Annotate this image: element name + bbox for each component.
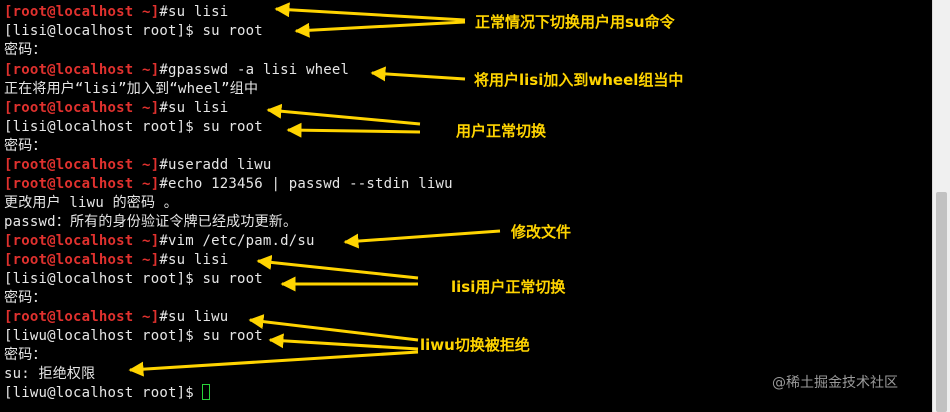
arrow — [370, 66, 466, 82]
command-text: #su liwu — [159, 309, 229, 325]
annotation-label: 将用户lisi加入到wheel组当中 — [474, 71, 684, 89]
arrow — [294, 20, 466, 38]
command-text: #su lisi — [159, 100, 229, 116]
terminal-line: [lisi@localhost root]$ su root — [4, 118, 263, 137]
arrow — [266, 103, 421, 126]
annotation-label: 正常情况下切换用户用su命令 — [475, 13, 675, 31]
root-prompt: [root@localhost ~] — [4, 100, 160, 116]
output-text: 密码： — [4, 42, 47, 58]
arrow — [274, 2, 466, 22]
terminal-line: su: 拒绝权限 — [4, 365, 95, 384]
output-text: 更改用户 liwu 的密码 。 — [4, 195, 179, 211]
root-prompt: [root@localhost ~] — [4, 62, 160, 78]
root-prompt: [root@localhost ~] — [4, 4, 160, 20]
output-text: 密码： — [4, 347, 47, 363]
terminal-line: [root@localhost ~]#su liwu — [4, 308, 228, 327]
arrow — [268, 333, 419, 351]
scrollbar-thumb[interactable] — [936, 192, 947, 412]
terminal-line: 正在将用户“lisi”加入到“wheel”组中 — [4, 80, 258, 99]
terminal-line: [root@localhost ~]#su lisi — [4, 99, 228, 118]
root-prompt: [root@localhost ~] — [4, 252, 160, 268]
annotation-label: liwu切换被拒绝 — [420, 336, 530, 354]
command-text: #gpasswd -a lisi wheel — [159, 62, 350, 78]
output-text: passwd：所有的身份验证令牌已经成功更新。 — [4, 214, 298, 230]
terminal-line: [root@localhost ~]#su lisi — [4, 3, 228, 22]
output-text: 密码： — [4, 290, 47, 306]
output-text: [lisi@localhost root]$ su root — [4, 23, 263, 39]
arrow — [256, 254, 419, 280]
terminal-line: [lisi@localhost root]$ su root — [4, 22, 263, 41]
arrow — [248, 314, 419, 342]
arrow — [128, 350, 419, 377]
command-text: #useradd liwu — [159, 157, 272, 173]
arrow — [286, 122, 421, 138]
command-text: #vim /etc/pam.d/su — [159, 233, 315, 249]
root-prompt: [root@localhost ~] — [4, 233, 160, 249]
annotation-label: lisi用户正常切换 — [451, 278, 566, 296]
terminal-line: passwd：所有的身份验证令牌已经成功更新。 — [4, 213, 297, 232]
output-text: 正在将用户“lisi”加入到“wheel”组中 — [4, 81, 259, 97]
output-text: [lisi@localhost root]$ su root — [4, 271, 263, 287]
output-text: 密码： — [4, 138, 47, 154]
terminal-line: 密码： — [4, 289, 47, 308]
terminal-line[interactable]: [liwu@localhost root]$ — [4, 384, 210, 403]
vertical-scrollbar[interactable] — [932, 0, 950, 412]
terminal-line: [root@localhost ~]#vim /etc/pam.d/su — [4, 232, 315, 251]
output-text: [liwu@localhost root]$ su root — [4, 328, 263, 344]
command-text: #su lisi — [159, 252, 229, 268]
terminal-line: [root@localhost ~]#useradd liwu — [4, 156, 272, 175]
annotation-label: 修改文件 — [511, 223, 572, 241]
command-text: #echo 123456 | passwd --stdin liwu — [159, 176, 453, 192]
terminal-line: [root@localhost ~]#gpasswd -a lisi wheel — [4, 61, 349, 80]
annotation-label: 用户正常切换 — [456, 122, 547, 140]
arrow — [343, 229, 501, 249]
current-prompt: [liwu@localhost root]$ — [4, 385, 194, 401]
root-prompt: [root@localhost ~] — [4, 157, 160, 173]
terminal-line: [liwu@localhost root]$ su root — [4, 327, 263, 346]
output-text: [lisi@localhost root]$ su root — [4, 119, 263, 135]
root-prompt: [root@localhost ~] — [4, 309, 160, 325]
terminal-line: 密码： — [4, 41, 47, 60]
terminal-line: [root@localhost ~]#echo 123456 | passwd … — [4, 175, 453, 194]
terminal-line: 更改用户 liwu 的密码 。 — [4, 194, 178, 213]
root-prompt: [root@localhost ~] — [4, 176, 160, 192]
output-text: su: 拒绝权限 — [4, 366, 96, 382]
terminal-line: 密码： — [4, 137, 47, 156]
watermark: @稀土掘金技术社区 — [772, 375, 898, 391]
terminal-cursor[interactable] — [201, 384, 210, 400]
terminal-line: [lisi@localhost root]$ su root — [4, 270, 263, 289]
terminal-line: 密码： — [4, 346, 47, 365]
terminal-line: [root@localhost ~]#su lisi — [4, 251, 228, 270]
command-text: #su lisi — [159, 4, 229, 20]
